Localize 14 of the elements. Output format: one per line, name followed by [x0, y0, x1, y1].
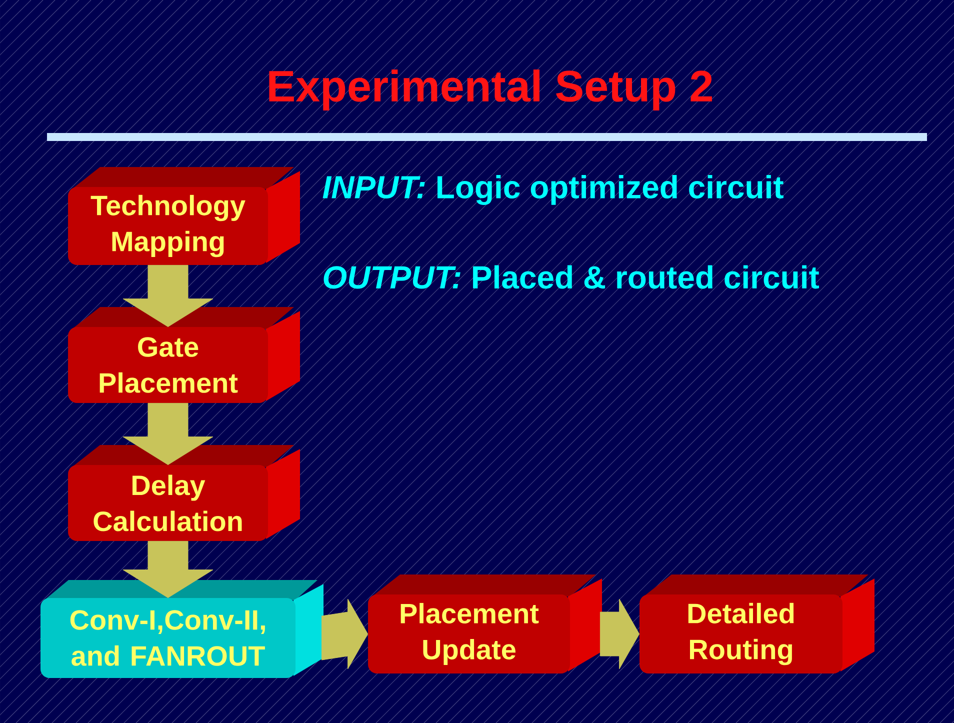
process-box: Detailed Routing	[640, 574, 874, 674]
block-arrow	[122, 264, 214, 328]
process-box: Conv-I,Conv-II, and FANROUT	[40, 580, 324, 678]
slide-title: Experimental Setup 2	[269, 70, 712, 110]
block-arrow	[321, 598, 368, 670]
process-box: Delay Calculation	[68, 445, 300, 541]
io-text: OUTPUT: Placed & routed circuit	[324, 265, 820, 289]
process-box: Placement Update	[368, 574, 602, 674]
block-arrow	[600, 598, 640, 670]
block-arrow	[122, 540, 214, 598]
block-arrow	[122, 402, 214, 466]
process-box: Technology Mapping	[68, 167, 300, 265]
process-box: Gate Placement	[68, 307, 300, 403]
io-text: INPUT: Logic optimized circuit	[322, 175, 784, 205]
